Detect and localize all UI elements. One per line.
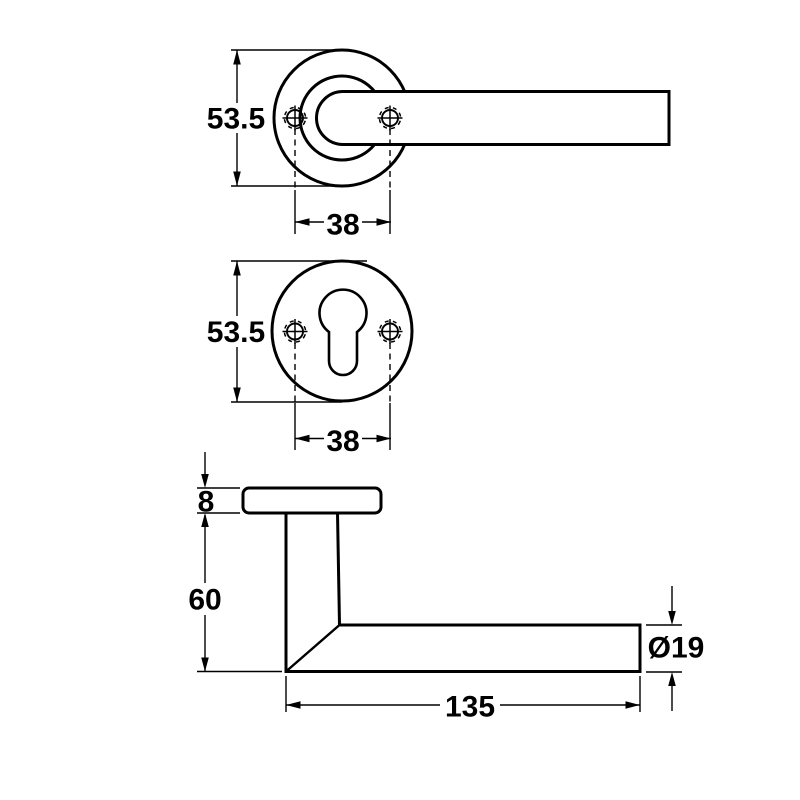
euro-profile-keyhole bbox=[318, 288, 368, 377]
rose-side-profile bbox=[241, 486, 383, 515]
dim-label: 38 bbox=[326, 425, 359, 458]
arrowhead-down bbox=[233, 171, 241, 186]
screw-hole-symbol bbox=[377, 319, 403, 344]
dim-label: Ø19 bbox=[648, 632, 705, 665]
handle-side-profile bbox=[284, 512, 642, 673]
lever-front-view: 53.5 38 bbox=[207, 48, 671, 242]
arrowhead-down bbox=[201, 474, 209, 488]
dim-screw-hole-spacing: 38 bbox=[295, 209, 391, 242]
arrowhead-left bbox=[286, 701, 301, 709]
thread-dashed-circle bbox=[283, 106, 307, 130]
screw-hole-symbol bbox=[282, 105, 308, 131]
thread-dashed-circle bbox=[283, 320, 307, 343]
miter-line bbox=[285, 624, 341, 673]
dim-label: 60 bbox=[188, 584, 221, 617]
arrowhead-left bbox=[295, 434, 310, 443]
escutcheon-front-view: 53.5 38 bbox=[207, 259, 414, 458]
thread-dashed-circle bbox=[378, 320, 402, 343]
lever-side-view: 8 60 135 Ø19 bbox=[188, 452, 704, 724]
dim-screw-hole-spacing: 38 bbox=[295, 425, 391, 458]
dim-label: 53.5 bbox=[207, 316, 265, 349]
arrowhead-left bbox=[295, 218, 310, 226]
arrowhead-right bbox=[376, 434, 391, 443]
arrowhead-down bbox=[201, 657, 209, 672]
dim-label: 135 bbox=[445, 691, 495, 724]
dim-label: 38 bbox=[326, 209, 359, 242]
dim-lever-length: 135 bbox=[285, 676, 641, 724]
arrowhead-up bbox=[233, 261, 241, 276]
dim-label: 8 bbox=[198, 486, 215, 519]
arrowhead-right bbox=[376, 218, 391, 226]
dim-grip-diameter: Ø19 bbox=[646, 586, 704, 711]
dim-label: 53.5 bbox=[207, 103, 265, 136]
arrowhead-down bbox=[233, 387, 241, 402]
screw-hole-symbol bbox=[377, 105, 403, 131]
dim-escutcheon-diameter: 53.5 bbox=[207, 260, 367, 403]
thread-dashed-circle bbox=[378, 106, 402, 130]
arrowhead-up bbox=[668, 672, 676, 686]
dim-rose-diameter: 53.5 bbox=[207, 49, 341, 187]
dim-projection: 60 bbox=[188, 513, 282, 673]
dim-rose-thickness: 8 bbox=[197, 452, 240, 519]
arrowhead-down bbox=[668, 611, 676, 625]
lever-grip-bar bbox=[315, 90, 671, 146]
screw-hole-symbol bbox=[282, 319, 308, 344]
arrowhead-right bbox=[625, 701, 640, 709]
arrowhead-up bbox=[233, 50, 241, 65]
